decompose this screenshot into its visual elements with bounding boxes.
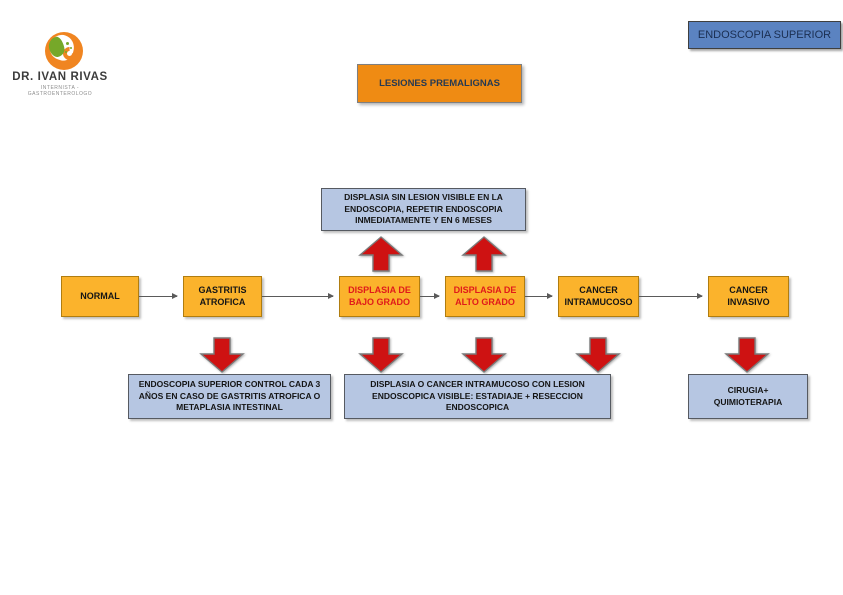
flow-arrow — [420, 293, 440, 299]
red-down-arrow — [575, 337, 621, 373]
stage-cancer-intramucoso: CANCER INTRAMUCOSO — [558, 276, 639, 317]
page-title: LESIONES PREMALIGNAS — [357, 64, 522, 103]
red-up-arrow — [358, 236, 404, 272]
stage-displasia-bajo-grado: DISPLASIA DE BAJO GRADO — [339, 276, 420, 317]
stage-normal: NORMAL — [61, 276, 139, 317]
clinic-logo — [44, 30, 84, 73]
flow-arrow — [139, 293, 178, 299]
red-down-arrow — [461, 337, 507, 373]
flow-arrow — [639, 293, 703, 299]
stage-displasia-alto-grado: DISPLASIA DE ALTO GRADO — [445, 276, 525, 317]
red-down-arrow — [199, 337, 245, 373]
flow-arrow — [262, 293, 334, 299]
note-endoscopia-control: ENDOSCOPIA SUPERIOR CONTROL CADA 3 AÑOS … — [128, 374, 331, 419]
endoscopia-superior-button[interactable]: ENDOSCOPIA SUPERIOR — [688, 21, 841, 49]
red-down-arrow — [724, 337, 770, 373]
note-estadiaje-reseccion: DISPLASIA O CANCER INTRAMUCOSO CON LESIO… — [344, 374, 611, 419]
doctor-name: DR. IVAN RIVAS — [12, 71, 108, 83]
red-up-arrow — [461, 236, 507, 272]
stage-gastritis-atrofica: GASTRITIS ATROFICA — [183, 276, 262, 317]
stage-cancer-invasivo: CANCER INVASIVO — [708, 276, 789, 317]
red-down-arrow — [358, 337, 404, 373]
doctor-specialty: INTERNISTA - GASTROENTEROLOGO — [27, 85, 93, 97]
note-cirugia-quimioterapia: CIRUGIA+ QUIMIOTERAPIA — [688, 374, 808, 419]
flow-arrow — [525, 293, 553, 299]
note-displasia-sin-lesion: DISPLASIA SIN LESION VISIBLE EN LA ENDOS… — [321, 188, 526, 231]
